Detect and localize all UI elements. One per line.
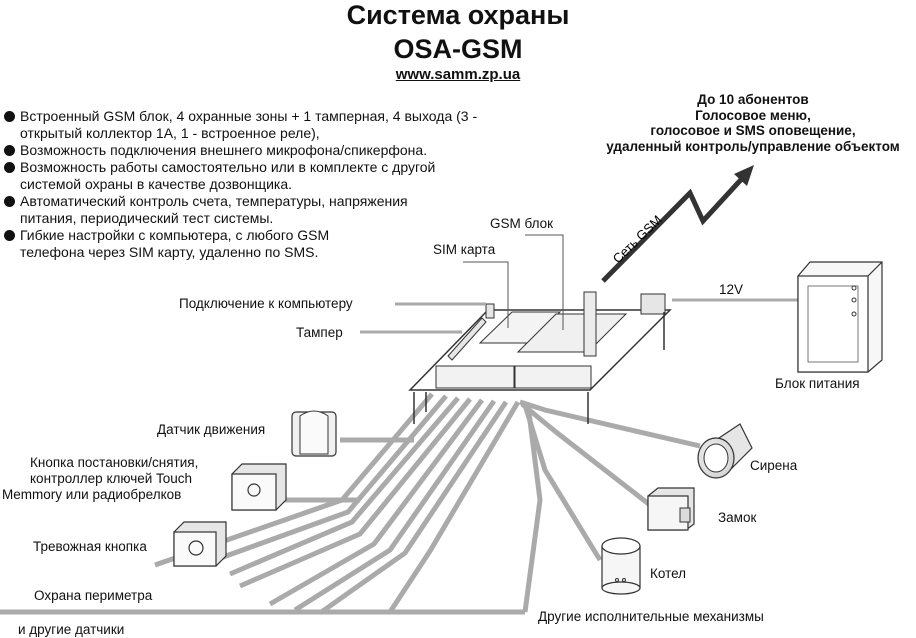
feature-item: Встроенный GSM блок, 4 охранные зоны + 1… (4, 108, 510, 142)
arm-button-label-1: Кнопка постановки/снятия, (30, 455, 199, 470)
arm-keypad-device (231, 463, 287, 511)
subscribers-block: До 10 абонентов Голосовое меню, голосово… (588, 92, 916, 154)
feature-list: Встроенный GSM блок, 4 охранные зоны + 1… (4, 108, 510, 261)
boiler-device (601, 537, 641, 595)
pc-connection-label: Подключение к компьютеру (179, 296, 353, 311)
gsm-signal-arrow (601, 165, 754, 283)
control-board (408, 291, 672, 424)
power-supply-label: Блок питания (775, 376, 860, 391)
panic-button-label: Тревожная кнопка (33, 539, 147, 554)
bullet-icon (4, 111, 15, 122)
subscribers-line: голосовое и SMS оповещение, (650, 123, 856, 138)
boiler-label: Котел (650, 566, 687, 581)
panic-button-device (173, 521, 227, 567)
sim-card-label: SIM карта (433, 242, 496, 257)
lock-label: Замок (718, 510, 757, 525)
perimeter-label: Охрана периметра (34, 588, 153, 603)
motion-sensor-device (291, 410, 337, 457)
feature-item: Автоматический контроль счета, температу… (4, 193, 450, 227)
callout-lines (360, 298, 798, 334)
siren-device (697, 423, 753, 479)
lock-device (647, 487, 695, 531)
voltage-label: 12V (719, 282, 744, 297)
subscribers-line: Голосовое меню, (695, 107, 811, 123)
other-actuators-label: Другие исполнительные механизмы (538, 609, 764, 624)
pointer-lines (463, 234, 564, 330)
subscribers-line: До 10 абонентов (697, 92, 809, 107)
page-title: Система охраны (346, 0, 570, 30)
output-wires (519, 399, 701, 613)
arm-button-label-2: контроллер ключей Touch (30, 471, 193, 486)
power-supply-unit (797, 261, 883, 373)
feature-item: Гибкие настройки с компьютера, с любого … (4, 227, 370, 261)
other-sensors-label: и другие датчики (18, 622, 125, 637)
arm-button-label-3: Memmory или радиобрелков (2, 487, 182, 502)
subscribers-line: удаленный контроль/управление объектом (606, 138, 900, 154)
bullet-icon (4, 196, 15, 207)
gsm-network-label: Сеть GSM (610, 212, 665, 266)
gsm-block-label: GSM блок (490, 216, 554, 231)
bullet-icon (4, 162, 15, 173)
tamper-label: Тампер (296, 325, 343, 340)
bullet-icon (4, 145, 15, 156)
bullet-icon (4, 230, 15, 241)
website-link[interactable]: www.samm.zp.ua (395, 66, 521, 83)
feature-item: Возможность работы самостоятельно или в … (4, 159, 480, 193)
product-name: OSA-GSM (393, 34, 523, 64)
motion-sensor-label: Датчик движения (157, 422, 266, 437)
feature-item: Возможность подключения внешнего микрофо… (4, 142, 510, 159)
siren-label: Сирена (750, 458, 798, 473)
